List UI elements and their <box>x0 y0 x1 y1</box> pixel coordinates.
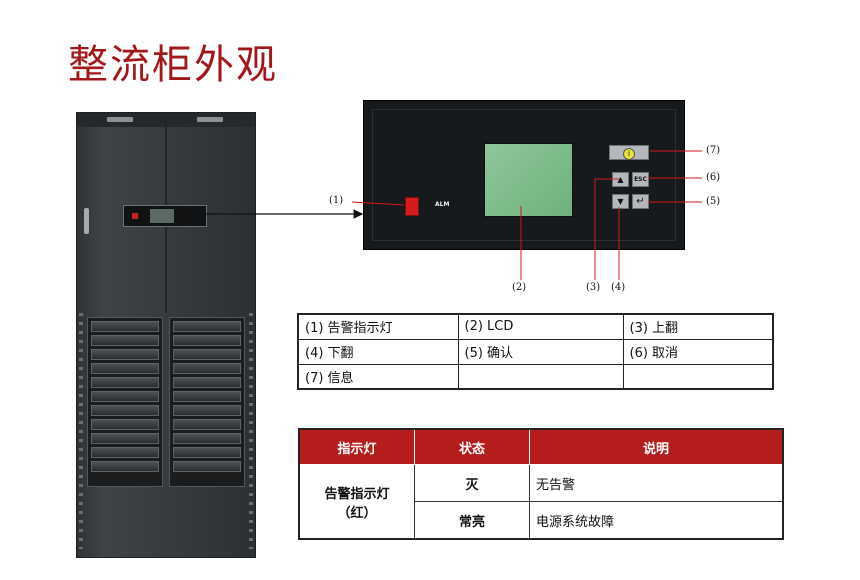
callout-7: (7) <box>706 145 721 156</box>
legend-cell: (5) 确认 <box>457 338 624 365</box>
table-row: (7) 信息 <box>297 363 774 390</box>
legend-cell <box>622 363 774 390</box>
state-cell: 常亮 <box>414 501 530 540</box>
indicator-name-line1: 告警指示灯 <box>324 486 390 502</box>
info-key[interactable]: i <box>609 145 649 160</box>
info-icon: i <box>623 148 635 160</box>
rectifier-cabinet <box>76 112 256 558</box>
legend-cell: (4) 下翻 <box>297 338 459 365</box>
legend-cell: (2) LCD <box>457 313 624 340</box>
state-cell: 灭 <box>414 464 530 502</box>
header-state: 状态 <box>414 428 530 465</box>
cabinet-vents-right <box>249 313 253 549</box>
indicator-name-line2: （红） <box>337 505 377 521</box>
table-row: 告警指示灯 （红） 灭 无告警 <box>298 464 784 540</box>
callout-1: (1) <box>329 195 344 206</box>
leader-1 <box>351 201 405 206</box>
callout-3: (3) <box>586 282 601 293</box>
alm-label: ALM <box>435 201 450 208</box>
callout-4: (4) <box>611 282 626 293</box>
esc-label: ESC <box>634 176 647 183</box>
legend-cell <box>457 363 624 390</box>
alarm-indicator-lamp <box>405 197 419 216</box>
description-cell: 无告警 <box>529 464 784 502</box>
rectifier-rack-right <box>169 317 245 487</box>
callout-6: (6) <box>706 172 721 183</box>
legend-cell: (3) 上翻 <box>622 313 774 340</box>
callout-2: (2) <box>512 282 527 293</box>
cabinet-lcd <box>150 209 174 223</box>
indicator-name-cell: 告警指示灯 （红） <box>298 464 415 540</box>
rectifier-rack-left <box>87 317 163 487</box>
cabinet-vents-left <box>79 313 83 549</box>
esc-key[interactable]: ESC <box>632 172 649 187</box>
legend-cell: (1) 告警指示灯 <box>297 313 459 340</box>
table-row: (1) 告警指示灯 (2) LCD (3) 上翻 <box>297 313 774 340</box>
indicator-table: 指示灯 状态 说明 告警指示灯 （红） 灭 无告警 常亮 电源系统故障 <box>298 428 784 540</box>
legend-cell: (6) 取消 <box>622 338 774 365</box>
table-row: (4) 下翻 (5) 确认 (6) 取消 <box>297 338 774 365</box>
controller-panel: ALM i ▲ ESC ▼ ↵ <box>363 100 685 250</box>
description-cell: 电源系统故障 <box>529 501 784 540</box>
cabinet-logo-left <box>107 117 133 122</box>
cabinet-handle <box>84 208 89 234</box>
cabinet-control-panel <box>123 205 207 227</box>
cabinet-logo-right <box>197 117 223 122</box>
legend-cell: (7) 信息 <box>297 363 459 390</box>
table-header-row: 指示灯 状态 说明 <box>298 428 784 465</box>
arrow-down-icon: ▼ <box>617 197 624 206</box>
down-key[interactable]: ▼ <box>612 194 629 209</box>
page-title: 整流柜外观 <box>68 42 278 88</box>
callout-5: (5) <box>706 196 721 207</box>
header-indicator: 指示灯 <box>298 428 415 465</box>
legend-table: (1) 告警指示灯 (2) LCD (3) 上翻 (4) 下翻 (5) 确认 (… <box>297 313 774 390</box>
header-description: 说明 <box>529 428 784 465</box>
lcd-screen <box>484 143 573 217</box>
cabinet-alarm-lamp <box>132 213 138 219</box>
arrow-up-icon: ▲ <box>617 175 624 184</box>
enter-icon: ↵ <box>636 196 645 207</box>
table-row: 常亮 电源系统故障 <box>299 501 784 540</box>
